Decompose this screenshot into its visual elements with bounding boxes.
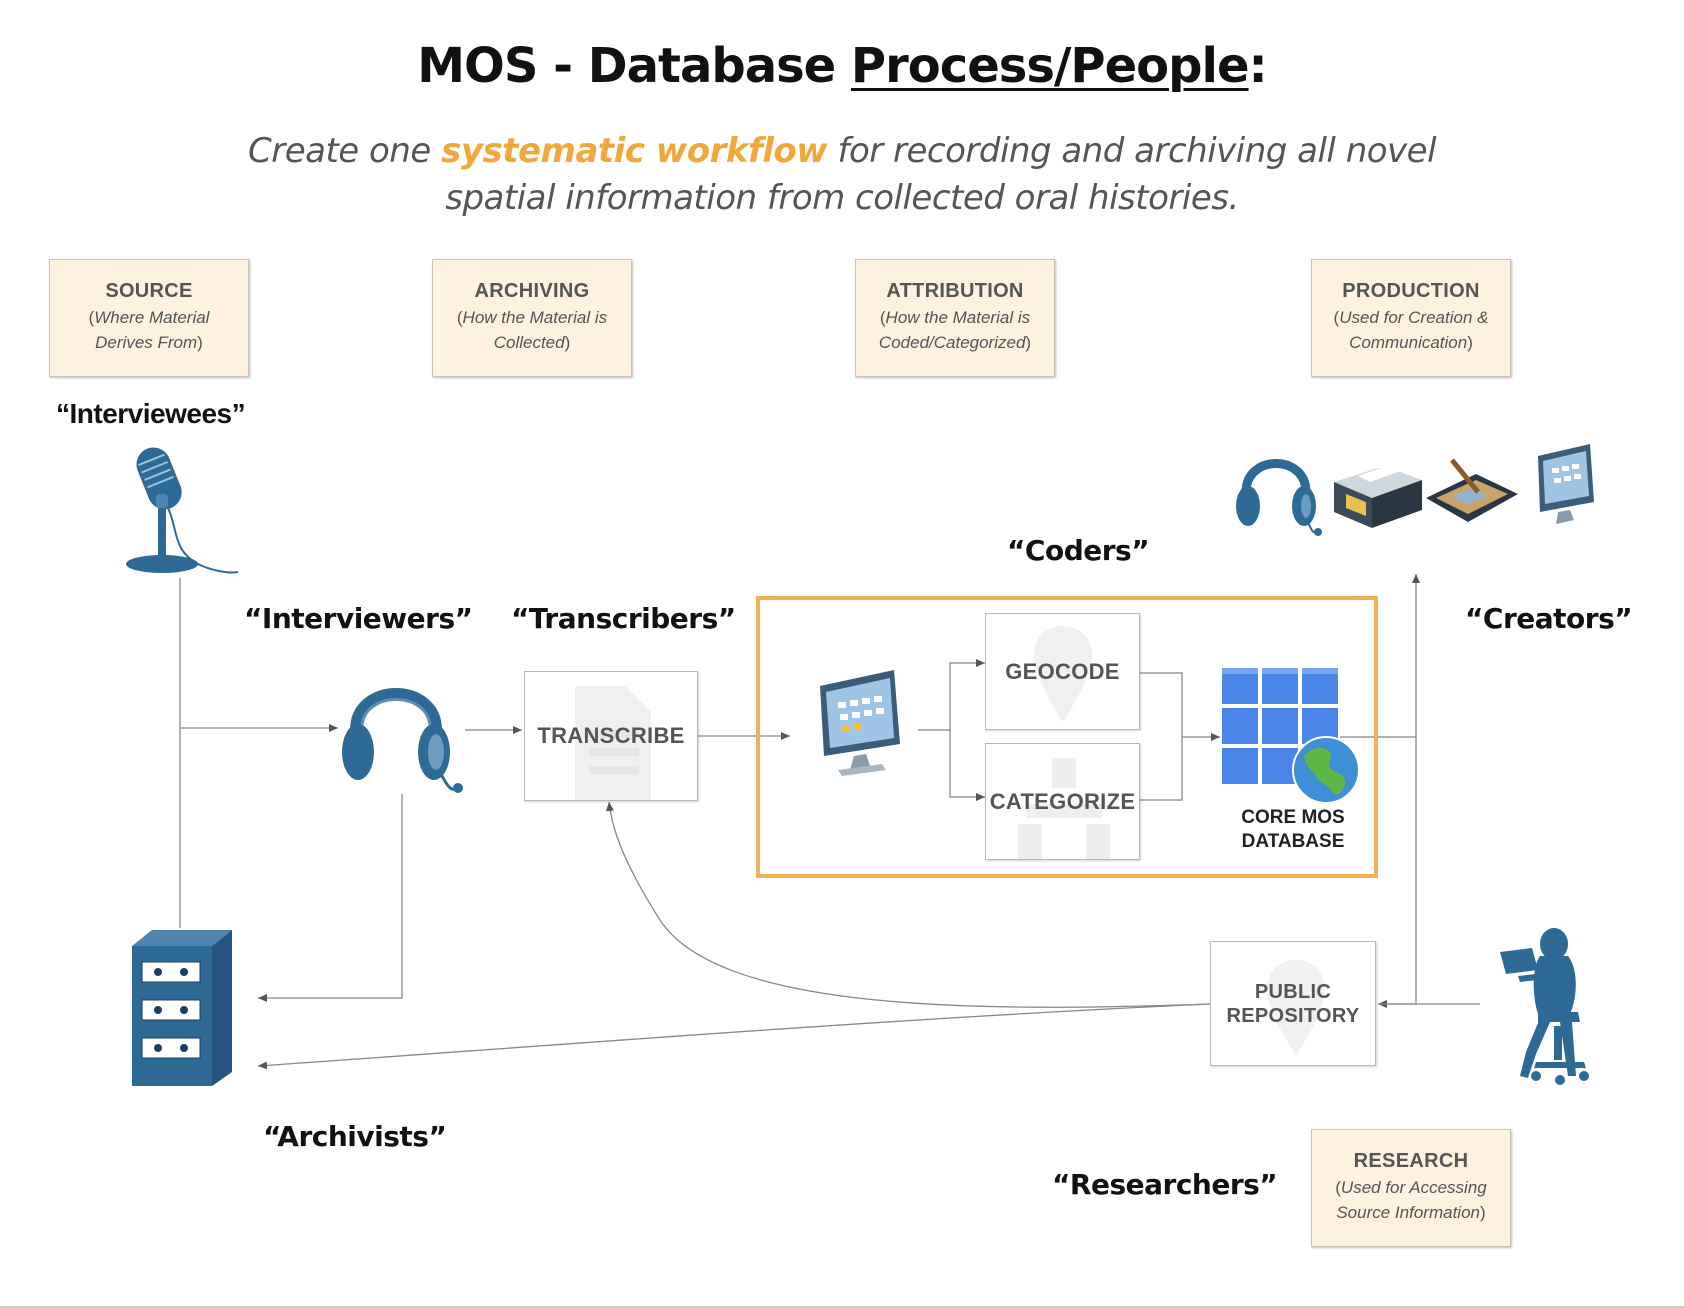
- arrow-to-categorize: [949, 730, 985, 801]
- arrow-public-to-transcribe: [605, 801, 1211, 1008]
- file-cabinet-icon: [132, 930, 232, 1086]
- stage-research-title: RESEARCH: [1353, 1150, 1469, 1172]
- computer-monitor-icon: [820, 670, 900, 776]
- arrow-public-to-archive: [257, 1003, 1211, 1070]
- stage-production-desc: (Used for Creation &Communication): [1333, 308, 1489, 352]
- tablet-map-icon: [1426, 458, 1518, 522]
- geocode-box: GEOCODE: [985, 613, 1140, 730]
- arrow-geocode-to-db: [1140, 672, 1220, 741]
- role-creators: “Creators”: [1465, 602, 1633, 635]
- subtitle: Create one systematic workflow for recor…: [0, 128, 1684, 222]
- printer-icon: [1334, 450, 1422, 528]
- map-pin-ghost-icon: [1267, 960, 1325, 1056]
- database-grid-icon: [1222, 668, 1338, 784]
- arrow-db-to-public: [1378, 737, 1417, 1008]
- monitor-small-icon: [1538, 444, 1594, 524]
- stage-archiving-title: ARCHIVING: [474, 280, 590, 302]
- subtitle-after: for recording and archiving all novel: [827, 131, 1437, 171]
- stage-production: PRODUCTION (Used for Creation &Communica…: [1311, 259, 1511, 377]
- researcher-laptop-icon: [1500, 928, 1589, 1085]
- transcribe-label: TRANSCRIBE: [537, 723, 685, 748]
- role-transcribers: “Transcribers”: [511, 602, 736, 635]
- headphones-small-icon: [1236, 459, 1322, 536]
- role-coders: “Coders”: [1007, 534, 1150, 567]
- title-suffix: :: [1248, 38, 1268, 94]
- microphone-icon: [126, 447, 239, 574]
- core-process-frame: [756, 596, 1378, 878]
- globe-icon: [1292, 736, 1360, 804]
- role-interviewees: “Interviewees”: [56, 398, 246, 429]
- transcribe-box: TRANSCRIBE: [524, 671, 698, 801]
- categorize-box: CATEGORIZE: [985, 743, 1140, 860]
- stage-attribution-title: ATTRIBUTION: [886, 280, 1024, 302]
- arrow-interviewers-to-archive: [258, 794, 403, 1002]
- role-researchers: “Researchers”: [1052, 1168, 1278, 1201]
- subtitle-line2: spatial information from collected oral …: [445, 178, 1239, 218]
- subtitle-highlight: systematic workflow: [441, 131, 828, 171]
- title-underlined: Process/People: [850, 38, 1250, 94]
- role-interviewers: “Interviewers”: [244, 602, 473, 635]
- arrow-to-geocode: [918, 659, 985, 731]
- stage-source-title: SOURCE: [105, 280, 193, 302]
- stage-production-title: PRODUCTION: [1342, 280, 1480, 302]
- categorize-label: CATEGORIZE: [989, 788, 1136, 814]
- page-title: MOS - Database Process/People:: [0, 38, 1684, 94]
- footer-divider: [0, 1306, 1684, 1308]
- hierarchy-icon: [1018, 758, 1110, 859]
- geocode-label: GEOCODE: [1005, 658, 1120, 684]
- document-icon: [575, 686, 651, 800]
- role-archivists: “Archivists”: [263, 1120, 447, 1153]
- subtitle-before: Create one: [247, 131, 442, 171]
- headphones-icon: [342, 688, 463, 793]
- map-pin-icon: [1034, 626, 1092, 722]
- title-prefix: MOS - Database: [417, 38, 851, 94]
- line-categorize-to-db: [1140, 737, 1183, 801]
